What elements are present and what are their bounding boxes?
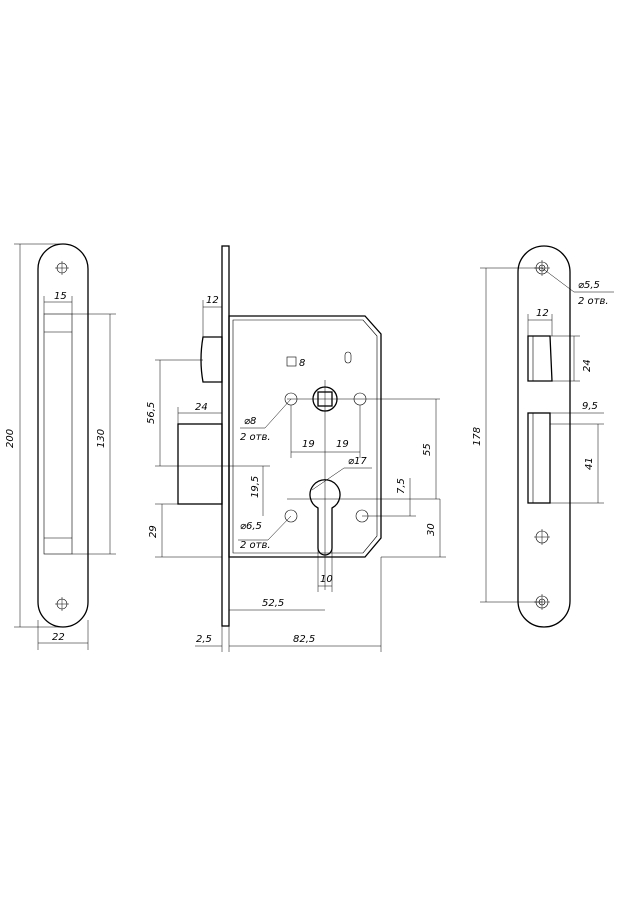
dim-deadbolt-depth: 24 (195, 402, 208, 413)
dim-strike-bolt-height: 41 (584, 457, 595, 470)
leader-line (311, 467, 345, 491)
label-lower-hole-diameter: ⌀6,5 (240, 521, 262, 532)
lock-case-outline (228, 315, 382, 558)
label-spindle-square: 8 (299, 358, 305, 369)
label-strike-hole-diameter: ⌀5,5 (578, 280, 600, 291)
square-symbol-icon (286, 356, 297, 367)
dim-bolt-height: 130 (96, 429, 107, 448)
lock-body-view: 8 12 56,5 24 ⌀8 2 отв. (146, 245, 446, 652)
dim-faceplate-height: 200 (5, 429, 16, 448)
dim-cylinder-width: 10 (320, 574, 333, 585)
dim-latch-depth: 12 (206, 295, 219, 306)
dim-backset: 52,5 (262, 598, 284, 609)
dim-strike-latch-height: 24 (582, 359, 593, 372)
dim-bolt-width: 15 (54, 291, 67, 302)
label-hole-count: 2 отв. (240, 432, 271, 443)
dim-strike-latch-width: 12 (536, 308, 549, 319)
label-cylinder-diameter: ⌀17 (348, 456, 367, 467)
dim-spindle-hole-left: 19 (302, 439, 315, 450)
indicator-slot-icon (344, 351, 352, 364)
deadbolt (177, 423, 223, 505)
dim-faceplate-thickness: 2,5 (196, 634, 212, 645)
faceplate-view: 200 22 15 130 (5, 243, 116, 650)
strike-latch-recess (527, 335, 553, 382)
leader-line (541, 267, 575, 293)
dim-hole-offset: 19,5 (250, 476, 261, 498)
dim-lower-edge: 29 (148, 525, 159, 538)
dim-cylinder-offset: 7,5 (396, 478, 407, 494)
mounting-hole (284, 509, 298, 523)
dim-cylinder-to-bottom: 30 (426, 523, 437, 536)
dim-strike-bolt-depth: 9,5 (582, 401, 598, 412)
faceplate-outline (37, 243, 89, 628)
dim-latch-to-bolt: 56,5 (146, 402, 157, 424)
dim-strike-length: 178 (472, 427, 483, 446)
lock-case-inner (232, 319, 378, 554)
strike-bolt-recess (527, 412, 551, 504)
faceplate-bolt-slot (43, 313, 73, 555)
dim-body-depth: 82,5 (293, 634, 315, 645)
dim-spindle-to-cylinder: 55 (422, 443, 433, 456)
cylinder-keyhole (309, 479, 341, 556)
leader-line (264, 398, 292, 429)
dim-faceplate-width: 22 (52, 632, 65, 643)
label-lower-hole-count: 2 отв. (240, 540, 271, 551)
body-faceplate-strip (221, 245, 230, 627)
strike-plate-outline (517, 245, 571, 628)
label-hole-diameter: ⌀8 (244, 416, 256, 427)
latch-bolt (200, 336, 223, 383)
strike-plate-view: ⌀5,5 2 отв. 12 24 178 9,5 41 (472, 245, 614, 628)
label-strike-hole-count: 2 отв. (578, 296, 609, 307)
dim-spindle-hole-right: 19 (336, 439, 349, 450)
leader-line (267, 515, 292, 541)
